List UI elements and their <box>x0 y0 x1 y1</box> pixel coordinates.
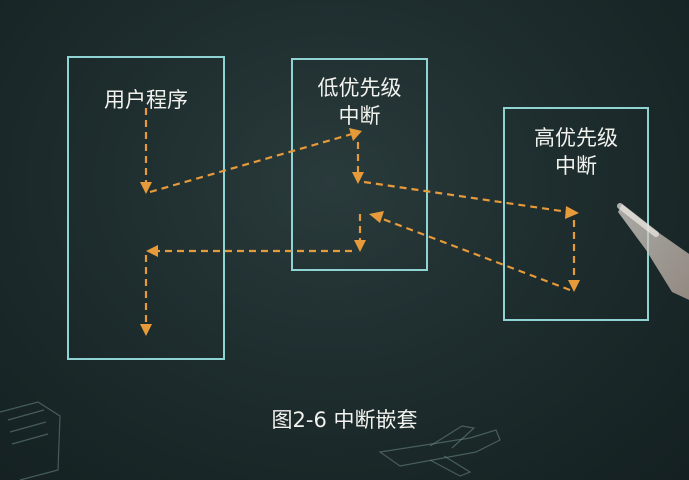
arrow-user-continue <box>140 255 152 336</box>
book-sketch <box>0 401 61 480</box>
arrow-user-to-low <box>149 128 362 194</box>
high-priority-interrupt-label: 高优先级 中断 <box>534 126 618 178</box>
high-priority-interrupt-box <box>503 107 649 321</box>
airplane-sketch <box>378 425 501 477</box>
arrow-user-run <box>140 108 152 194</box>
low-priority-interrupt-label: 低优先级 中断 <box>317 76 402 128</box>
arrow-low-to-high <box>363 180 579 219</box>
arrow-low-continue <box>354 214 366 252</box>
figure-caption: 图2-6 中断嵌套 <box>271 408 418 432</box>
low-priority-interrupt-box <box>291 58 428 271</box>
arrow-high-run <box>568 220 580 292</box>
arrow-high-return-to-low <box>369 211 571 292</box>
arrow-low-run <box>352 142 364 184</box>
arrow-low-return-to-user <box>146 245 352 257</box>
presenter-pointer <box>617 203 689 300</box>
user-program-box <box>67 56 225 360</box>
